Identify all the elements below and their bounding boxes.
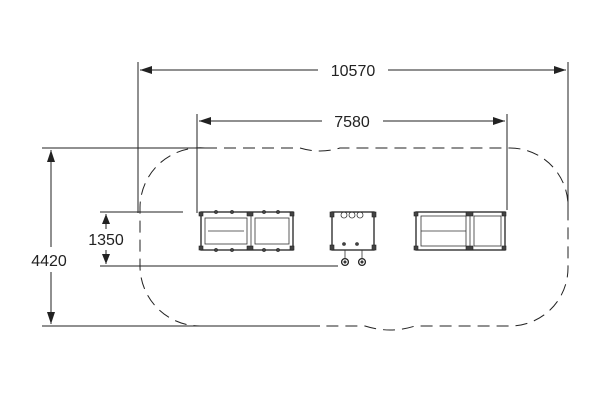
overall-length-label: 10570 (331, 63, 376, 80)
equipment-unit-1 (198, 210, 295, 252)
equipment-unit-2 (329, 211, 377, 267)
overall-width-label: 4420 (31, 253, 67, 270)
equipment-length-label: 7580 (334, 114, 370, 131)
dimension-equipment-width: 1350 (88, 211, 338, 267)
dimension-equipment-length: 7580 (196, 114, 508, 213)
safety-zone-outline (139, 147, 569, 331)
equipment-width-label: 1350 (88, 232, 124, 249)
dimension-overall-length: 10570 (137, 62, 569, 213)
equipment-unit-3 (413, 211, 507, 251)
dimension-overall-width: 4420 (31, 147, 320, 327)
